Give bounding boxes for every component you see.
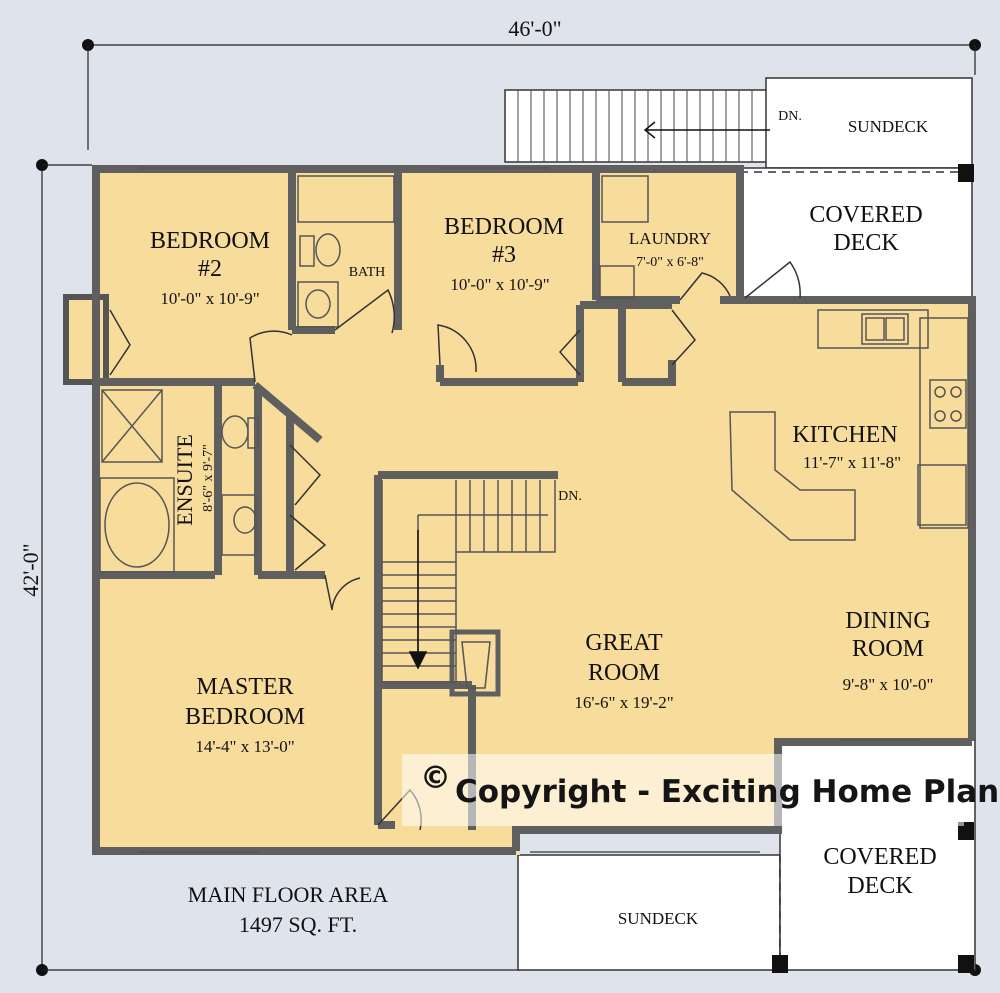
covered-deck-top-line1: COVERED <box>809 202 922 228</box>
sundeck-top-label: SUNDECK <box>848 117 929 136</box>
floor-area <box>92 165 972 855</box>
laundry-size: 7'-0" x 6'-8" <box>636 255 704 270</box>
covered-deck-bottom-line1: COVERED <box>823 844 936 870</box>
exterior-labels: SUNDECK COVERED DECK SUNDECK COVERED DEC… <box>558 109 937 928</box>
stair-down-arrow-interior <box>408 530 428 670</box>
great-room-size: 16'-6" x 19'-2" <box>574 693 673 712</box>
master-bedroom-line2: BEDROOM <box>185 704 305 730</box>
master-bedroom-size: 14'-4" x 13'-0" <box>195 737 294 756</box>
great-room-line2: ROOM <box>588 660 660 686</box>
laundry-name: LAUNDRY <box>629 229 711 248</box>
great-room-line1: GREAT <box>585 630 663 656</box>
interior-lines <box>99 167 969 853</box>
width-dimension: 46'-0" <box>508 16 561 41</box>
walls <box>92 165 976 855</box>
dining-room-line1: DINING <box>845 608 930 634</box>
area-note: MAIN FLOOR AREA 1497 SQ. FT. <box>188 882 389 937</box>
sundeck-bottom-label: SUNDECK <box>618 909 699 928</box>
dining-room-size: 9'-8" x 10'-0" <box>843 675 934 694</box>
ensuite-size: 8'-6" x 9'-7" <box>201 444 216 512</box>
bedroom2-number: #2 <box>198 256 222 282</box>
deck-posts <box>772 164 974 973</box>
stair-treads-top <box>517 90 753 162</box>
area-note-line1: MAIN FLOOR AREA <box>188 882 389 907</box>
door-swings <box>109 260 801 831</box>
bedroom3-number: #3 <box>492 242 516 268</box>
area-note-line2: 1497 SQ. FT. <box>239 912 357 937</box>
kitchen-size: 11'-7" x 11'-8" <box>803 453 901 472</box>
stair-down-top-label: DN. <box>778 109 802 124</box>
copyright-text: Copyright - Exciting Home Plans <box>455 774 1000 810</box>
kitchen-name: KITCHEN <box>792 422 897 448</box>
covered-deck-bottom-line2: DECK <box>847 873 913 899</box>
bedroom2-name: BEDROOM <box>150 228 270 254</box>
dining-room-line2: ROOM <box>852 636 924 662</box>
ensuite-name: ENSUITE <box>172 434 197 526</box>
covered-deck-top-line2: DECK <box>833 230 899 256</box>
deck-dashed-lines <box>740 171 965 965</box>
stair-down-arrow-top <box>643 121 770 139</box>
bedroom3-name: BEDROOM <box>444 214 564 240</box>
bedroom3-size: 10'-0" x 10'-9" <box>450 275 549 294</box>
copyright-watermark: © Copyright - Exciting Home Plans <box>402 754 1000 826</box>
bedroom2-size: 10'-0" x 10'-9" <box>160 289 259 308</box>
copyright-symbol: © <box>420 760 451 796</box>
stair-down-interior-label: DN. <box>558 489 582 504</box>
depth-dimension: 42'-0" <box>18 543 43 596</box>
bath-name: BATH <box>349 265 386 280</box>
room-labels: BEDROOM #2 10'-0" x 10'-9" BEDROOM #3 10… <box>150 214 933 756</box>
master-bedroom-line1: MASTER <box>196 674 293 700</box>
